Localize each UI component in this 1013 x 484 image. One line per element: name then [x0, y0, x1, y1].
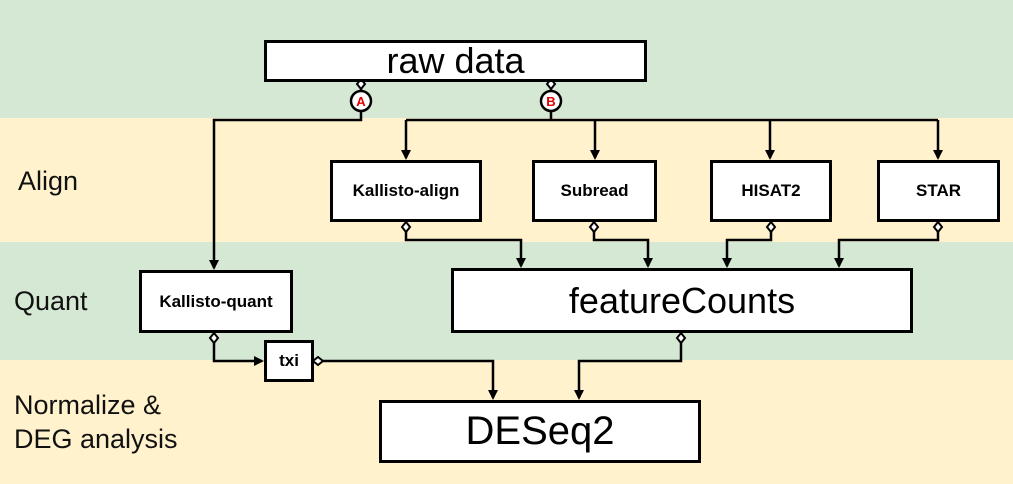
- raw-data-node: raw data: [264, 40, 647, 82]
- quant-label: Quant: [14, 286, 88, 316]
- featurecounts-node: featureCounts: [451, 268, 913, 333]
- branch-b-marker: [539, 89, 563, 113]
- align-band: [0, 118, 1013, 242]
- hisat2-node: HISAT2: [710, 160, 832, 222]
- kallisto-align-node: Kallisto-align: [330, 160, 482, 222]
- normalize-label-line2: DEG analysis: [14, 424, 178, 454]
- subread-node: Subread: [532, 160, 657, 222]
- branch-a-marker: [349, 89, 373, 113]
- star-node: STAR: [877, 160, 1000, 222]
- kallisto-quant-node: Kallisto-quant: [139, 270, 293, 333]
- normalize-label-line1: Normalize &: [14, 390, 162, 420]
- txi-node: txi: [264, 340, 314, 382]
- deseq2-node: DESeq2: [379, 400, 701, 463]
- branch-b-label: B: [546, 94, 555, 109]
- align-label: Align: [18, 166, 79, 196]
- branch-a-label: A: [356, 94, 366, 109]
